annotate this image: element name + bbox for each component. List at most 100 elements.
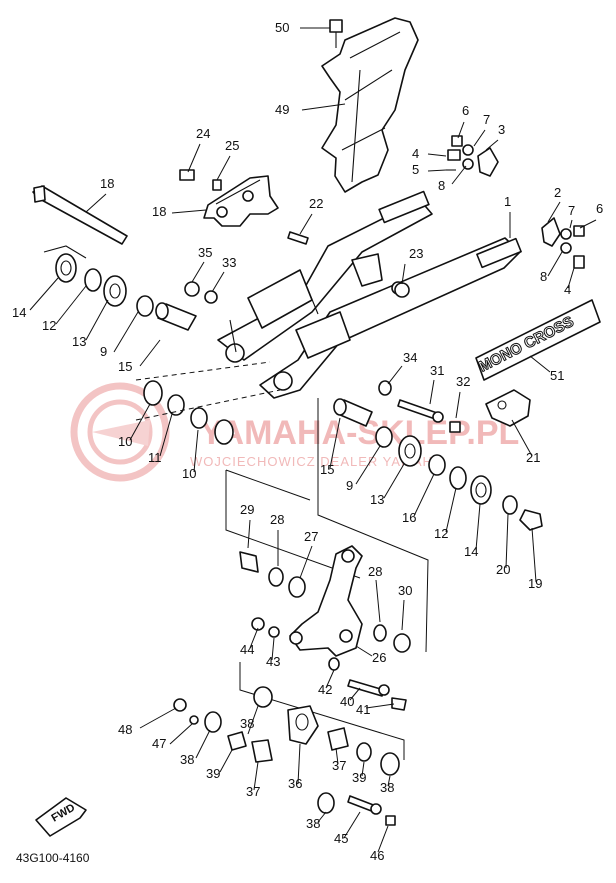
leader-line xyxy=(355,445,381,485)
leader-line xyxy=(365,703,395,709)
callout-number: 19 xyxy=(528,576,542,591)
callout-number: 12 xyxy=(434,526,448,541)
callout-number: 25 xyxy=(225,138,239,153)
callout-number: 39 xyxy=(206,766,220,781)
leader-line xyxy=(569,219,573,229)
leader-line xyxy=(317,811,327,823)
callout-number: 15 xyxy=(320,462,334,477)
leader-line xyxy=(247,519,251,549)
leader-line xyxy=(361,761,365,777)
leader-line xyxy=(455,391,461,419)
callout-number: 50 xyxy=(275,20,289,35)
callout-number: 8 xyxy=(438,178,445,193)
leader-line xyxy=(579,219,597,229)
leader-line xyxy=(451,165,467,185)
callout-number: 24 xyxy=(196,126,210,141)
leader-line xyxy=(547,201,561,223)
callout-number: 12 xyxy=(42,318,56,333)
leader-line xyxy=(216,155,231,181)
part-1-swingarm xyxy=(217,190,522,399)
callout-number: 29 xyxy=(240,502,254,517)
callout-number: 20 xyxy=(496,562,510,577)
callout-number: 36 xyxy=(288,776,302,791)
callout-number: 7 xyxy=(483,112,490,127)
leader-line xyxy=(529,355,551,373)
leader-line xyxy=(139,707,177,729)
callout-number: 41 xyxy=(356,702,370,717)
callout-number: 27 xyxy=(304,529,318,544)
leader-line xyxy=(219,749,233,773)
leader-line xyxy=(387,365,403,385)
leader-line xyxy=(457,121,465,139)
callout-number: 28 xyxy=(368,564,382,579)
leader-line xyxy=(193,429,199,473)
leader-line xyxy=(297,743,301,785)
part-51-decal: MONO CROSS xyxy=(475,299,601,381)
leader-line xyxy=(349,687,361,701)
callout-number: 4 xyxy=(564,282,571,297)
leader-lines xyxy=(29,27,597,853)
callout-number: 13 xyxy=(72,334,86,349)
leader-line xyxy=(547,251,563,277)
leader-line xyxy=(271,637,275,661)
leader-line xyxy=(413,473,435,517)
callout-number: 34 xyxy=(403,350,417,365)
watermark-subtitle: WOJCIECHOWICZ DEALER YAMAHA xyxy=(190,454,443,469)
fwd-arrow-icon: FWD xyxy=(35,797,87,837)
callout-number: 33 xyxy=(222,255,236,270)
callout-number: 9 xyxy=(346,478,353,493)
callout-number: 2 xyxy=(554,185,561,200)
leader-line xyxy=(387,775,391,787)
callout-number: 7 xyxy=(568,203,575,218)
assembly-guides xyxy=(225,398,429,760)
callout-number: 6 xyxy=(462,103,469,118)
leader-line xyxy=(249,627,259,649)
leader-line xyxy=(211,271,225,293)
leader-line xyxy=(139,339,161,367)
callout-number: 31 xyxy=(430,363,444,378)
lower-fasteners xyxy=(173,617,407,826)
leader-line xyxy=(299,545,313,579)
leader-line xyxy=(129,403,151,441)
callout-number: 46 xyxy=(370,848,384,863)
leader-line xyxy=(355,645,373,657)
callout-number: 18 xyxy=(152,204,166,219)
leader-line xyxy=(253,761,259,791)
leader-line xyxy=(301,103,346,111)
callout-number: 38 xyxy=(240,716,254,731)
part-18-pivot-shaft xyxy=(32,185,128,245)
callout-number: 47 xyxy=(152,736,166,751)
callout-number: 45 xyxy=(334,831,348,846)
part-17-bracket xyxy=(179,169,279,227)
leader-line xyxy=(55,285,87,325)
callout-number: 22 xyxy=(309,196,323,211)
callout-number: 51 xyxy=(550,368,564,383)
leader-line xyxy=(531,527,537,583)
callout-number: 37 xyxy=(332,758,346,773)
callout-number: 43 xyxy=(266,654,280,669)
relay-arm-26 xyxy=(239,545,411,657)
callout-number: 42 xyxy=(318,682,332,697)
leader-line xyxy=(247,705,259,735)
callout-number: 44 xyxy=(240,642,254,657)
callout-number: 48 xyxy=(118,722,132,737)
callout-number: 38 xyxy=(306,816,320,831)
leader-line xyxy=(171,209,207,214)
diagram-code: 43G100-4160 xyxy=(16,851,90,865)
leader-line xyxy=(85,193,107,213)
callout-number: 15 xyxy=(118,359,132,374)
left-pivot-parts xyxy=(43,245,197,331)
callout-number: 26 xyxy=(372,650,386,665)
callout-number: 14 xyxy=(464,544,478,559)
leader-line xyxy=(485,139,499,151)
callout-number: 35 xyxy=(198,245,212,260)
leader-line xyxy=(377,825,389,853)
part-49-chain-guard xyxy=(321,17,419,193)
callout-number: 32 xyxy=(456,374,470,389)
watermark: YAMAHA-SKLEP.PL WOJCIECHOWICZ DEALER YAM… xyxy=(70,382,519,482)
leader-line xyxy=(567,267,575,289)
leader-line xyxy=(85,299,109,341)
decal-text: MONO CROSS xyxy=(476,313,577,375)
callout-number: 6 xyxy=(596,201,603,216)
